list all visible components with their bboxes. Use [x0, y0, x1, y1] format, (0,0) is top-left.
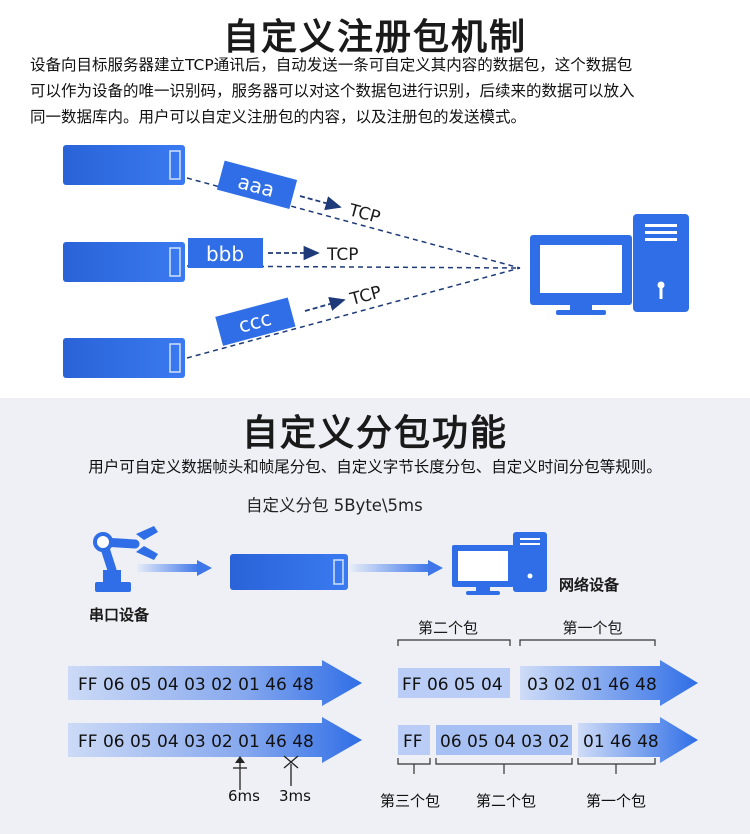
row1-second-bracket — [397, 639, 511, 646]
server-computer-icon — [530, 214, 689, 315]
svg-text:06 05 04 03 02: 06 05 04 03 02 — [440, 732, 570, 752]
gap-3ms-label: 3ms — [279, 787, 311, 805]
svg-text:FF: FF — [403, 732, 423, 752]
row2-input-stream: FF 06 05 04 03 02 01 46 48 — [68, 717, 362, 763]
svg-text:FF 06 05 04 03 02 01 46 48: FF 06 05 04 03 02 01 46 48 — [78, 675, 314, 695]
gap-markers — [233, 755, 299, 790]
device-1 — [63, 145, 185, 185]
converter-device — [230, 554, 348, 590]
row2-packet-first: 01 46 48 — [578, 717, 698, 763]
split-description: 用户可自定义数据帧头和帧尾分包、自定义字节长度分包、自定义时间分包等规则。 — [88, 458, 662, 476]
section-title-split: 自定义分包功能 — [241, 413, 508, 454]
device-3 — [63, 338, 185, 378]
network-computer-icon — [452, 532, 547, 595]
gap-6ms-label: 6ms — [228, 787, 260, 805]
tcp-arrow-3 — [304, 296, 346, 312]
svg-text:01 46 48: 01 46 48 — [583, 732, 659, 752]
row1-first-packet-label: 第一个包 — [562, 619, 623, 637]
tcp-label-2: TCP — [326, 245, 359, 265]
row1-second-packet-label: 第二个包 — [417, 619, 478, 637]
row1-packet-second: FF 06 05 04 — [398, 668, 510, 698]
packet-streams: FF 06 05 04 03 02 01 46 48 FF 06 05 04 0… — [68, 639, 698, 810]
register-description: 设备向目标服务器建立TCP通讯后，自动发送一条可自定义其内容的数据包，这个数据包… — [30, 52, 730, 130]
svg-text:FF 06 05 04: FF 06 05 04 — [402, 675, 503, 695]
packet-bbb: bbb — [188, 238, 263, 268]
tcp-arrow-1 — [299, 195, 342, 211]
packet-ccc: ccc — [215, 297, 296, 346]
row1-packet-first: 03 02 01 46 48 — [520, 660, 698, 706]
tcp-label-1: TCP — [346, 200, 383, 228]
svg-text:03 02 01 46 48: 03 02 01 46 48 — [527, 675, 657, 695]
svg-text:bbb: bbb — [206, 242, 244, 266]
row2-third-packet-label: 第三个包 — [380, 792, 440, 810]
device-2 — [63, 242, 185, 282]
row1-input-stream: FF 06 05 04 03 02 01 46 48 — [68, 660, 362, 706]
split-section-background — [0, 398, 750, 834]
row2-packet-second: 06 05 04 03 02 — [436, 725, 572, 755]
description-line: 设备向目标服务器建立TCP通讯后，自动发送一条可自定义其内容的数据包，这个数据包 — [30, 56, 633, 74]
svg-text:FF 06 05 04 03 02 01 46 48: FF 06 05 04 03 02 01 46 48 — [78, 732, 314, 752]
row2-first-packet-label: 第一个包 — [586, 792, 646, 810]
network-device-label: 网络设备 — [559, 576, 620, 594]
robot-arm-icon — [93, 526, 158, 592]
flow-arrow-2 — [350, 560, 443, 576]
register-diagram: aaa bbb ccc TCP TCP TCP — [63, 145, 689, 378]
description-line: 同一数据库内。用户可以自定义注册包的内容，以及注册包的发送模式。 — [30, 108, 527, 126]
flow-arrow-1 — [137, 560, 212, 576]
split-flow-diagram — [93, 526, 547, 595]
section-title-register: 自定义注册包机制 — [222, 17, 527, 58]
description-line: 可以作为设备的唯一识别码，服务器可以对这个数据包进行识别，后续来的数据可以放入 — [30, 82, 635, 100]
link-line-3 — [186, 267, 521, 359]
serial-device-label: 串口设备 — [89, 606, 150, 624]
split-rule-label: 自定义分包 5Byte\5ms — [246, 496, 423, 515]
row2-second-packet-label: 第二个包 — [476, 792, 536, 810]
row2-packet-third: FF — [398, 725, 430, 755]
packet-aaa: aaa — [216, 160, 298, 210]
row1-first-bracket — [519, 639, 656, 646]
